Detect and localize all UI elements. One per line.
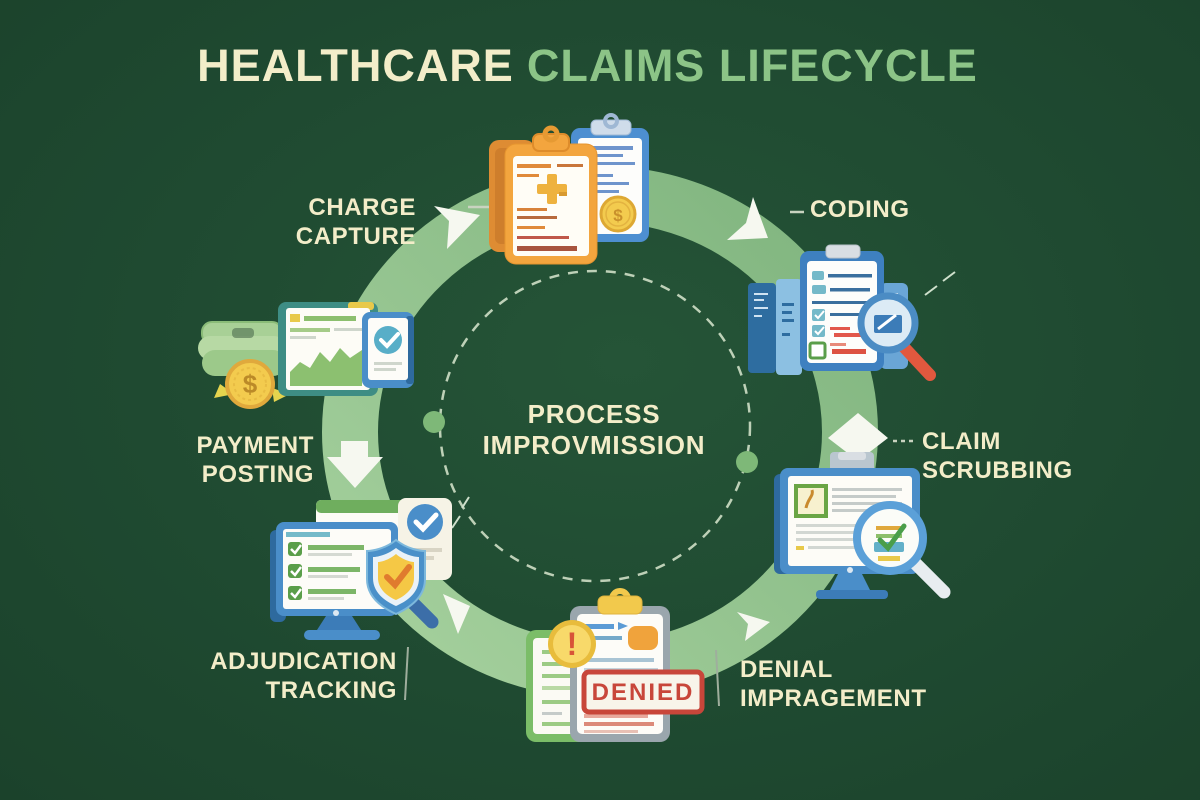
connector-ticks [404,205,956,707]
chart-document [278,302,378,396]
stage-label-claim-scrubbing: CLAIM SCRUBBING [922,428,1073,484]
dashed-inner-circle [438,269,752,583]
stage-label-coding: CODING [810,196,910,223]
arrow-top-left-icon [434,206,480,249]
exclamation-mark: ! [567,626,578,662]
stage-label-charge-capture: CHARGE CAPTURE [295,194,416,250]
stage-label-denial-management: DENIAL IMPRAGEMENT [740,656,927,712]
magnifier-check-icon [853,501,951,599]
arrow-right-diamond-icon [828,413,888,461]
orange-clipboard [504,125,598,265]
folder-chip-icon [628,626,658,650]
payment-card [362,312,414,388]
tick-denial [715,649,720,707]
shield-check-icon [366,538,426,616]
dollar-coin-icon: $ [225,359,275,409]
denied-stamp-text: DENIED [592,679,695,706]
payment-posting-icon: $ [198,302,414,409]
denial-management-icon: ! DENIED [526,588,705,742]
checklist-monitor [276,522,398,640]
arrow-bottom-left-icon [443,594,470,634]
title-healthcare: HEALTHCARE [197,40,514,91]
arrow-bottom-right-icon [737,612,770,641]
binder-light [776,279,802,375]
arrow-left-down-icon [327,441,383,488]
check-mark-icon [877,523,907,552]
circle-dot-right [736,451,758,473]
coding-icon [748,244,936,381]
dollar-sign: $ [613,206,623,225]
title-claims-lifecycle: CLAIMS LIFECYCLE [526,40,978,91]
flow-arrows [327,197,888,641]
charge-capture-icon: $ [489,113,649,265]
tick-adjudication [404,646,409,701]
check-badge-icon [407,504,443,540]
area-chart-icon [290,348,362,386]
claim-scrubbing-icon [774,452,951,599]
dash-decor-adjudication [451,496,470,529]
stage-label-adjudication-tracking: ADJUDICATION TRACKING [210,648,397,704]
dash-decor-coding [924,271,956,296]
check-badge-icon [374,326,402,354]
arrow-top-right-icon [727,197,768,240]
warning-badge-icon: ! [548,620,596,668]
circle-dot-left [423,411,445,433]
stage-label-payment-posting: PAYMENT POSTING [196,432,314,488]
denied-clipboard [570,588,670,742]
center-process-label: PROCESS IMPROVMISSION [482,399,706,461]
denied-stamp: DENIED [581,669,705,715]
magnifier-icon [857,292,936,381]
dollar-sign: $ [243,369,258,399]
binder-dark [748,283,776,373]
adjudication-tracking-icon [270,498,452,640]
coding-clipboard [800,244,884,371]
